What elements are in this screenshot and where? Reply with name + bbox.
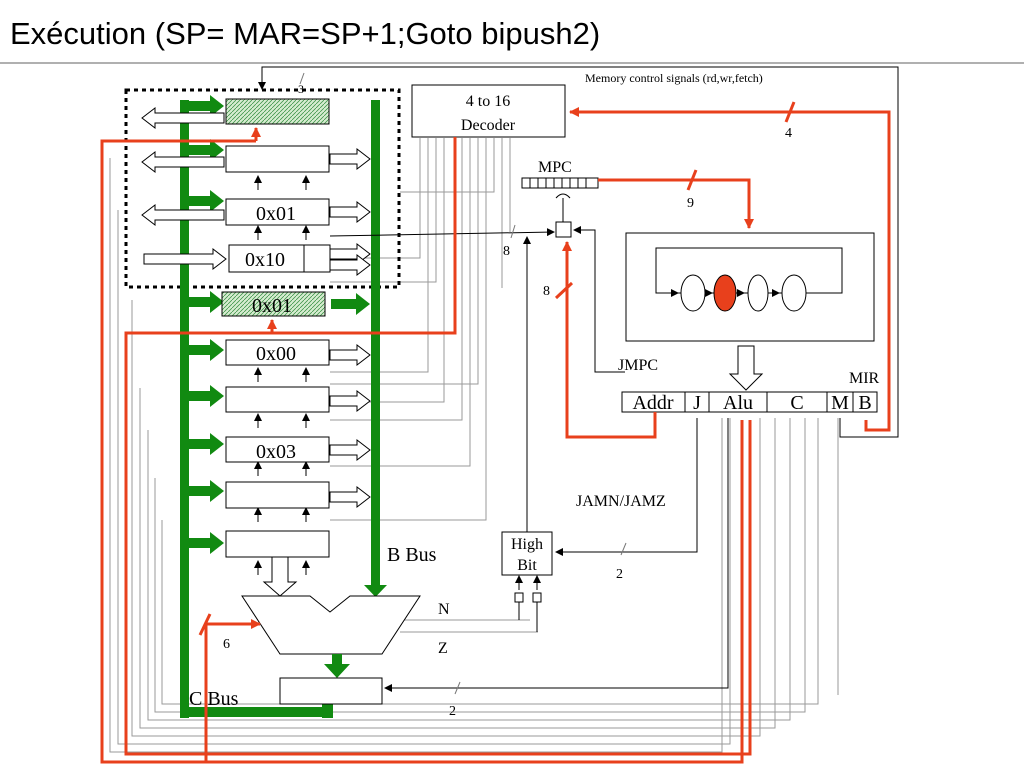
high-bit-box: High Bit bbox=[501, 531, 553, 576]
mar-register bbox=[225, 98, 330, 125]
memory-control-width: 3 bbox=[298, 82, 304, 96]
memory-control-slash bbox=[299, 72, 305, 85]
high-bit-label-line1: High bbox=[511, 536, 543, 553]
mpc-label: MPC bbox=[538, 159, 572, 176]
c-bus-to-register-arrows bbox=[189, 95, 224, 554]
lv-register: 0x00 bbox=[225, 339, 330, 366]
jmpc-width: 8 bbox=[543, 284, 550, 299]
c-bus bbox=[180, 100, 333, 718]
mbr-or-slash bbox=[510, 224, 516, 239]
pc-value: 0x01 bbox=[256, 203, 296, 225]
alu-to-shifter-arrow bbox=[324, 654, 350, 678]
control-store bbox=[625, 232, 875, 342]
lv-value: 0x00 bbox=[256, 343, 296, 365]
cpp-register bbox=[225, 386, 330, 413]
mir-field-j: J bbox=[693, 392, 701, 414]
sp-register: 0x01 bbox=[221, 291, 326, 317]
jmpc-line bbox=[573, 226, 625, 373]
decoder-label-line1: 4 to 16 bbox=[466, 93, 510, 110]
shifter-control-line bbox=[384, 418, 729, 692]
nz-flip-flops bbox=[514, 575, 542, 632]
h-register bbox=[225, 530, 330, 558]
mbr-or-width: 8 bbox=[503, 244, 510, 259]
mir-field-addr: Addr bbox=[632, 392, 673, 414]
sp-value: 0x01 bbox=[252, 295, 292, 317]
tos-value: 0x03 bbox=[256, 441, 296, 463]
current-microinstruction bbox=[713, 274, 737, 312]
active-control-signals bbox=[100, 107, 891, 764]
memory-arrows bbox=[141, 106, 227, 271]
jamn-jamz-label: JAMN/JAMZ bbox=[576, 493, 666, 510]
mir-label: MIR bbox=[849, 370, 880, 387]
mdr-register bbox=[225, 145, 330, 173]
shifter-slash bbox=[454, 681, 461, 695]
z-flag-label: Z bbox=[438, 640, 448, 657]
shifter-width: 2 bbox=[449, 704, 456, 719]
mbr-to-or-line bbox=[329, 228, 555, 237]
pc-register: 0x01 bbox=[225, 198, 330, 226]
register-control-lines bbox=[109, 138, 839, 753]
or-to-mpc-line bbox=[555, 193, 571, 222]
memory-control-line bbox=[261, 66, 899, 438]
mpc-out-width: 9 bbox=[687, 196, 694, 211]
b-bus-label: B Bus bbox=[387, 544, 437, 566]
opc-register bbox=[225, 481, 330, 509]
decoder: 4 to 16 Decoder bbox=[411, 84, 566, 138]
register-to-b-bus-arrows bbox=[329, 147, 371, 509]
memory-interface-box bbox=[124, 88, 401, 289]
mbr-register: 0x10 bbox=[228, 244, 331, 273]
jam-line bbox=[555, 418, 698, 556]
jmpc-label: JMPC bbox=[618, 357, 658, 374]
alu-control-width: 6 bbox=[223, 637, 230, 652]
jam-slash bbox=[620, 542, 627, 556]
control-store-to-mir-arrow bbox=[728, 345, 764, 391]
n-flag-label: N bbox=[438, 601, 450, 618]
mir-field-c: C bbox=[790, 392, 803, 414]
memory-control-arrowhead bbox=[258, 82, 266, 90]
decoder-in-width: 4 bbox=[785, 126, 792, 141]
mir-register: MIR Addr J Alu C M B bbox=[621, 370, 880, 414]
register-control-ticks bbox=[254, 175, 310, 575]
h-to-alu-arrow bbox=[262, 556, 298, 597]
shifter bbox=[279, 677, 383, 705]
memory-control-label: Memory control signals (rd,wr,fetch) bbox=[585, 71, 763, 85]
mir-field-alu: Alu bbox=[723, 392, 753, 414]
jam-width: 2 bbox=[616, 567, 623, 582]
high-bit-label-line2: Bit bbox=[517, 557, 537, 574]
sp-to-b-bus-arrow bbox=[331, 293, 370, 315]
tos-register: 0x03 bbox=[225, 436, 330, 463]
decoder-label-line2: Decoder bbox=[461, 117, 516, 134]
alu bbox=[241, 595, 421, 655]
mir-field-m: M bbox=[831, 392, 849, 414]
mpc-register: MPC bbox=[521, 159, 599, 189]
b-bus bbox=[364, 100, 387, 597]
slide-title: Exécution (SP= MAR=SP+1;Goto bipush2) bbox=[10, 16, 601, 51]
mbr-value: 0x10 bbox=[245, 249, 285, 271]
mir-field-b: B bbox=[858, 392, 871, 414]
title-divider bbox=[0, 62, 1024, 64]
c-bus-label: C Bus bbox=[189, 688, 239, 710]
bit-width-slashes bbox=[198, 101, 796, 636]
or-gate bbox=[555, 221, 572, 238]
